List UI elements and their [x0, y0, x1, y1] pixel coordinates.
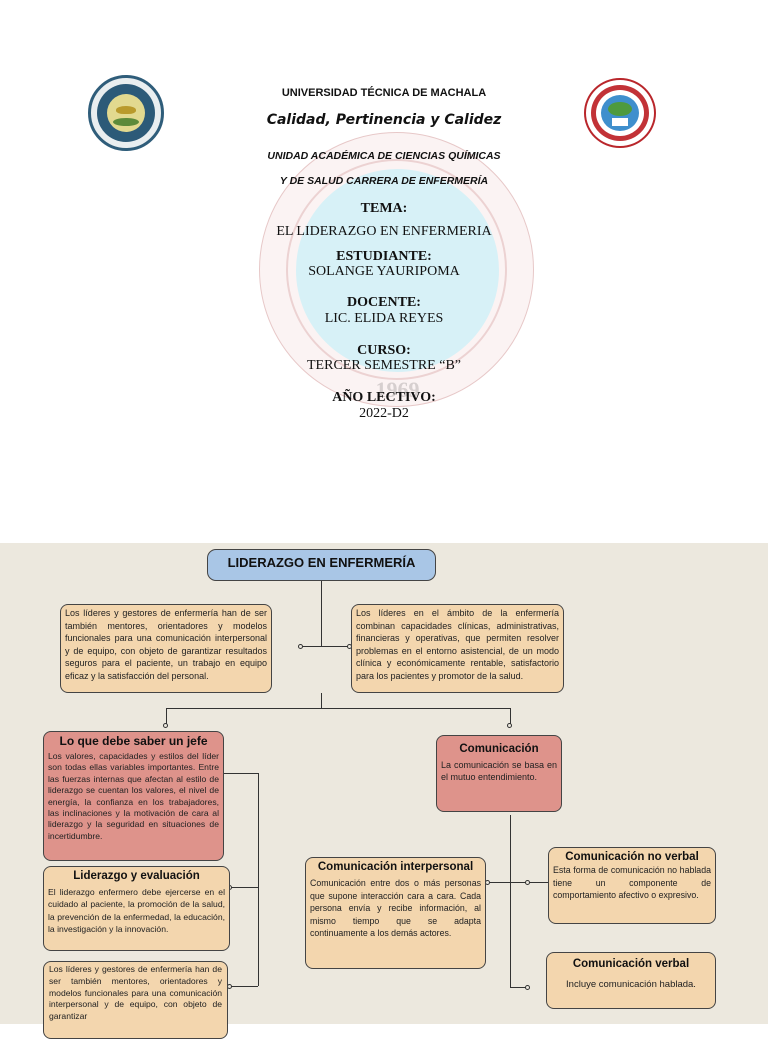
course-label: CURSO: [357, 343, 411, 358]
main-title-box: LIDERAZGO EN ENFERMERÍA [207, 549, 436, 581]
intro-right-text: Los líderes en el ámbito de la enfermerí… [356, 608, 559, 681]
teacher-value: LIC. ELIDA REYES [324, 311, 444, 326]
connector-line [224, 773, 258, 774]
connector-line [166, 708, 167, 725]
faculty-seal-logo [88, 75, 164, 151]
jefe-text: Los valores, capacidades y estilos del l… [48, 751, 219, 841]
year-label: AÑO LECTIVO: [332, 390, 436, 405]
watermark-year: 1969 [375, 377, 420, 402]
connector-line [166, 708, 510, 709]
student-label: ESTUDIANTE: [336, 249, 432, 264]
connector-dot [163, 723, 168, 728]
concept-map: LIDERAZGO EN ENFERMERÍA Los líderes y ge… [0, 543, 768, 1039]
interpersonal-box: Comunicación interpersonal Comunicación … [305, 857, 486, 969]
verbal-box: Comunicación verbal Incluye comunicación… [546, 952, 716, 1009]
verbal-title: Comunicación verbal [572, 958, 690, 970]
unit-line-2: Y DE SALUD CARRERA DE ENFERMERÍA [279, 175, 489, 187]
connector-dot [507, 723, 512, 728]
connector-line [510, 815, 511, 987]
nonverbal-box: Comunicación no verbal Esta forma de com… [548, 847, 716, 924]
connector-line [302, 646, 349, 647]
communication-box: Comunicación La comunicación se basa en … [436, 735, 562, 812]
connector-line [230, 986, 258, 987]
interpersonal-title: Comunicación interpersonal [317, 861, 474, 873]
university-seal-logo [584, 78, 656, 148]
connector-dot [525, 985, 530, 990]
connector-line [487, 882, 548, 883]
connector-line [321, 693, 322, 708]
connector-line [258, 773, 259, 986]
jefe-title: Lo que debe saber un jefe [59, 734, 208, 748]
university-watermark: 1969 [259, 132, 534, 407]
connector-line [510, 987, 526, 988]
communication-title: Comunicación [459, 743, 539, 755]
main-title: LIDERAZGO EN ENFERMERÍA [227, 555, 416, 570]
year-value: 2022-D2 [359, 406, 409, 421]
evaluation-text: El liderazgo enfermero debe ejercerse en… [48, 887, 225, 935]
connector-line [510, 708, 511, 725]
unit-line-1: UNIDAD ACADÉMICA DE CIENCIAS QUÍMICAS [267, 150, 501, 162]
connector-dot [298, 644, 303, 649]
connector-line [230, 887, 258, 888]
nonverbal-title: Comunicación no verbal [565, 851, 699, 863]
university-motto: Calidad, Pertinencia y Calidez [266, 112, 502, 128]
connector-dot [525, 880, 530, 885]
gestores-box: Los líderes y gestores de enfermería han… [43, 961, 228, 1039]
communication-text: La comunicación se basa en el mutuo ente… [441, 760, 557, 783]
intro-right-box: Los líderes en el ámbito de la enfermerí… [351, 604, 564, 693]
intro-left-text: Los líderes y gestores de enfermería han… [65, 608, 267, 681]
topic-label: TEMA: [360, 201, 408, 216]
verbal-text: Incluye comunicación hablada. [566, 979, 696, 990]
nonverbal-text: Esta forma de comunicación no hablada ti… [553, 865, 711, 901]
intro-left-box: Los líderes y gestores de enfermería han… [60, 604, 272, 693]
evaluation-box: Liderazgo y evaluación El liderazgo enfe… [43, 866, 230, 951]
gestores-text: Los líderes y gestores de enfermería han… [49, 964, 222, 1022]
topic-value: EL LIDERAZGO EN ENFERMERIA [276, 224, 492, 239]
evaluation-title: Liderazgo y evaluación [73, 870, 200, 882]
student-value: SOLANGE YAURIPOMA [308, 264, 460, 279]
interpersonal-text: Comunicación entre dos o más personas qu… [310, 878, 481, 939]
teacher-label: DOCENTE: [347, 295, 421, 310]
course-value: TERCER SEMESTRE “B” [307, 358, 461, 373]
jefe-box: Lo que debe saber un jefe Los valores, c… [43, 731, 224, 861]
connector-line [321, 581, 322, 646]
university-name: UNIVERSIDAD TÉCNICA DE MACHALA [281, 87, 487, 99]
